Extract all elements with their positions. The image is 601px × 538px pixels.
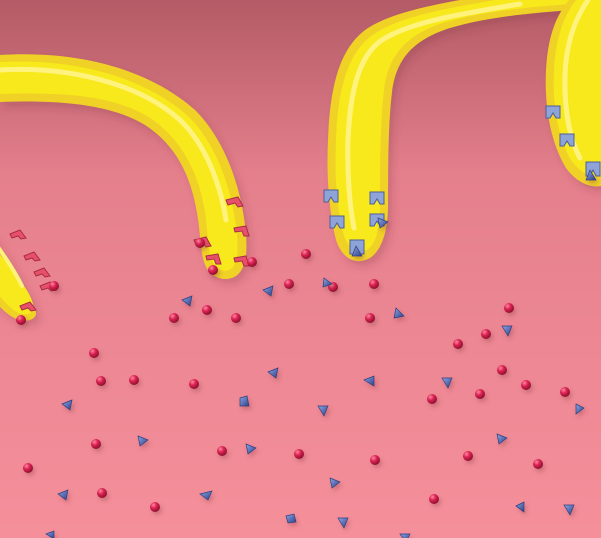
blue-pyramid-molecule [351,169,597,257]
yellow-tube-3 [327,0,600,262]
red-sphere-molecule [16,238,257,325]
blue-pyramid-molecule [45,277,585,538]
red-sphere-molecule [23,249,570,512]
yellow-tube-2 [0,54,247,280]
red-receptor-icon [9,229,57,312]
